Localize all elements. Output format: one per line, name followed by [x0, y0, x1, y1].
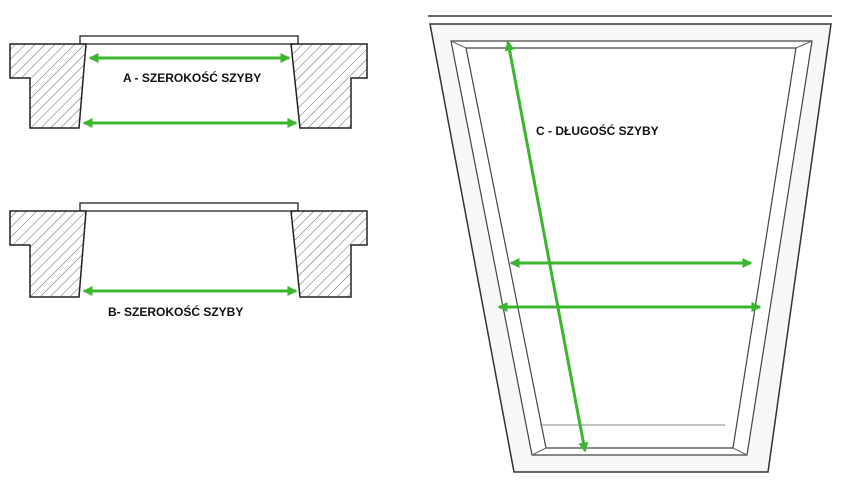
frame-right-b [290, 210, 368, 298]
label-c: C - DŁUGOŚĆ SZYBY [536, 123, 659, 138]
glass-pane-top-b [79, 202, 299, 212]
section-c: C - DŁUGOŚĆ SZYBY [428, 15, 832, 473]
length-arrow-c [504, 40, 589, 453]
frame-left-a [9, 43, 87, 129]
label-b: B- SZEROKOŚĆ SZYBY [108, 304, 243, 319]
frame-left-b [9, 210, 87, 298]
corner-line-tr [795, 40, 813, 49]
corner-line-br [732, 447, 748, 456]
section-a: A - SZEROKOŚĆ SZYBY [9, 35, 368, 129]
corner-line-tl [450, 40, 467, 49]
label-a: A - SZEROKOŚĆ SZYBY [123, 70, 261, 85]
section-b: B- SZEROKOŚĆ SZYBY [9, 202, 368, 319]
glass-pane-top-a [79, 35, 299, 45]
frame-right-a [290, 43, 368, 129]
